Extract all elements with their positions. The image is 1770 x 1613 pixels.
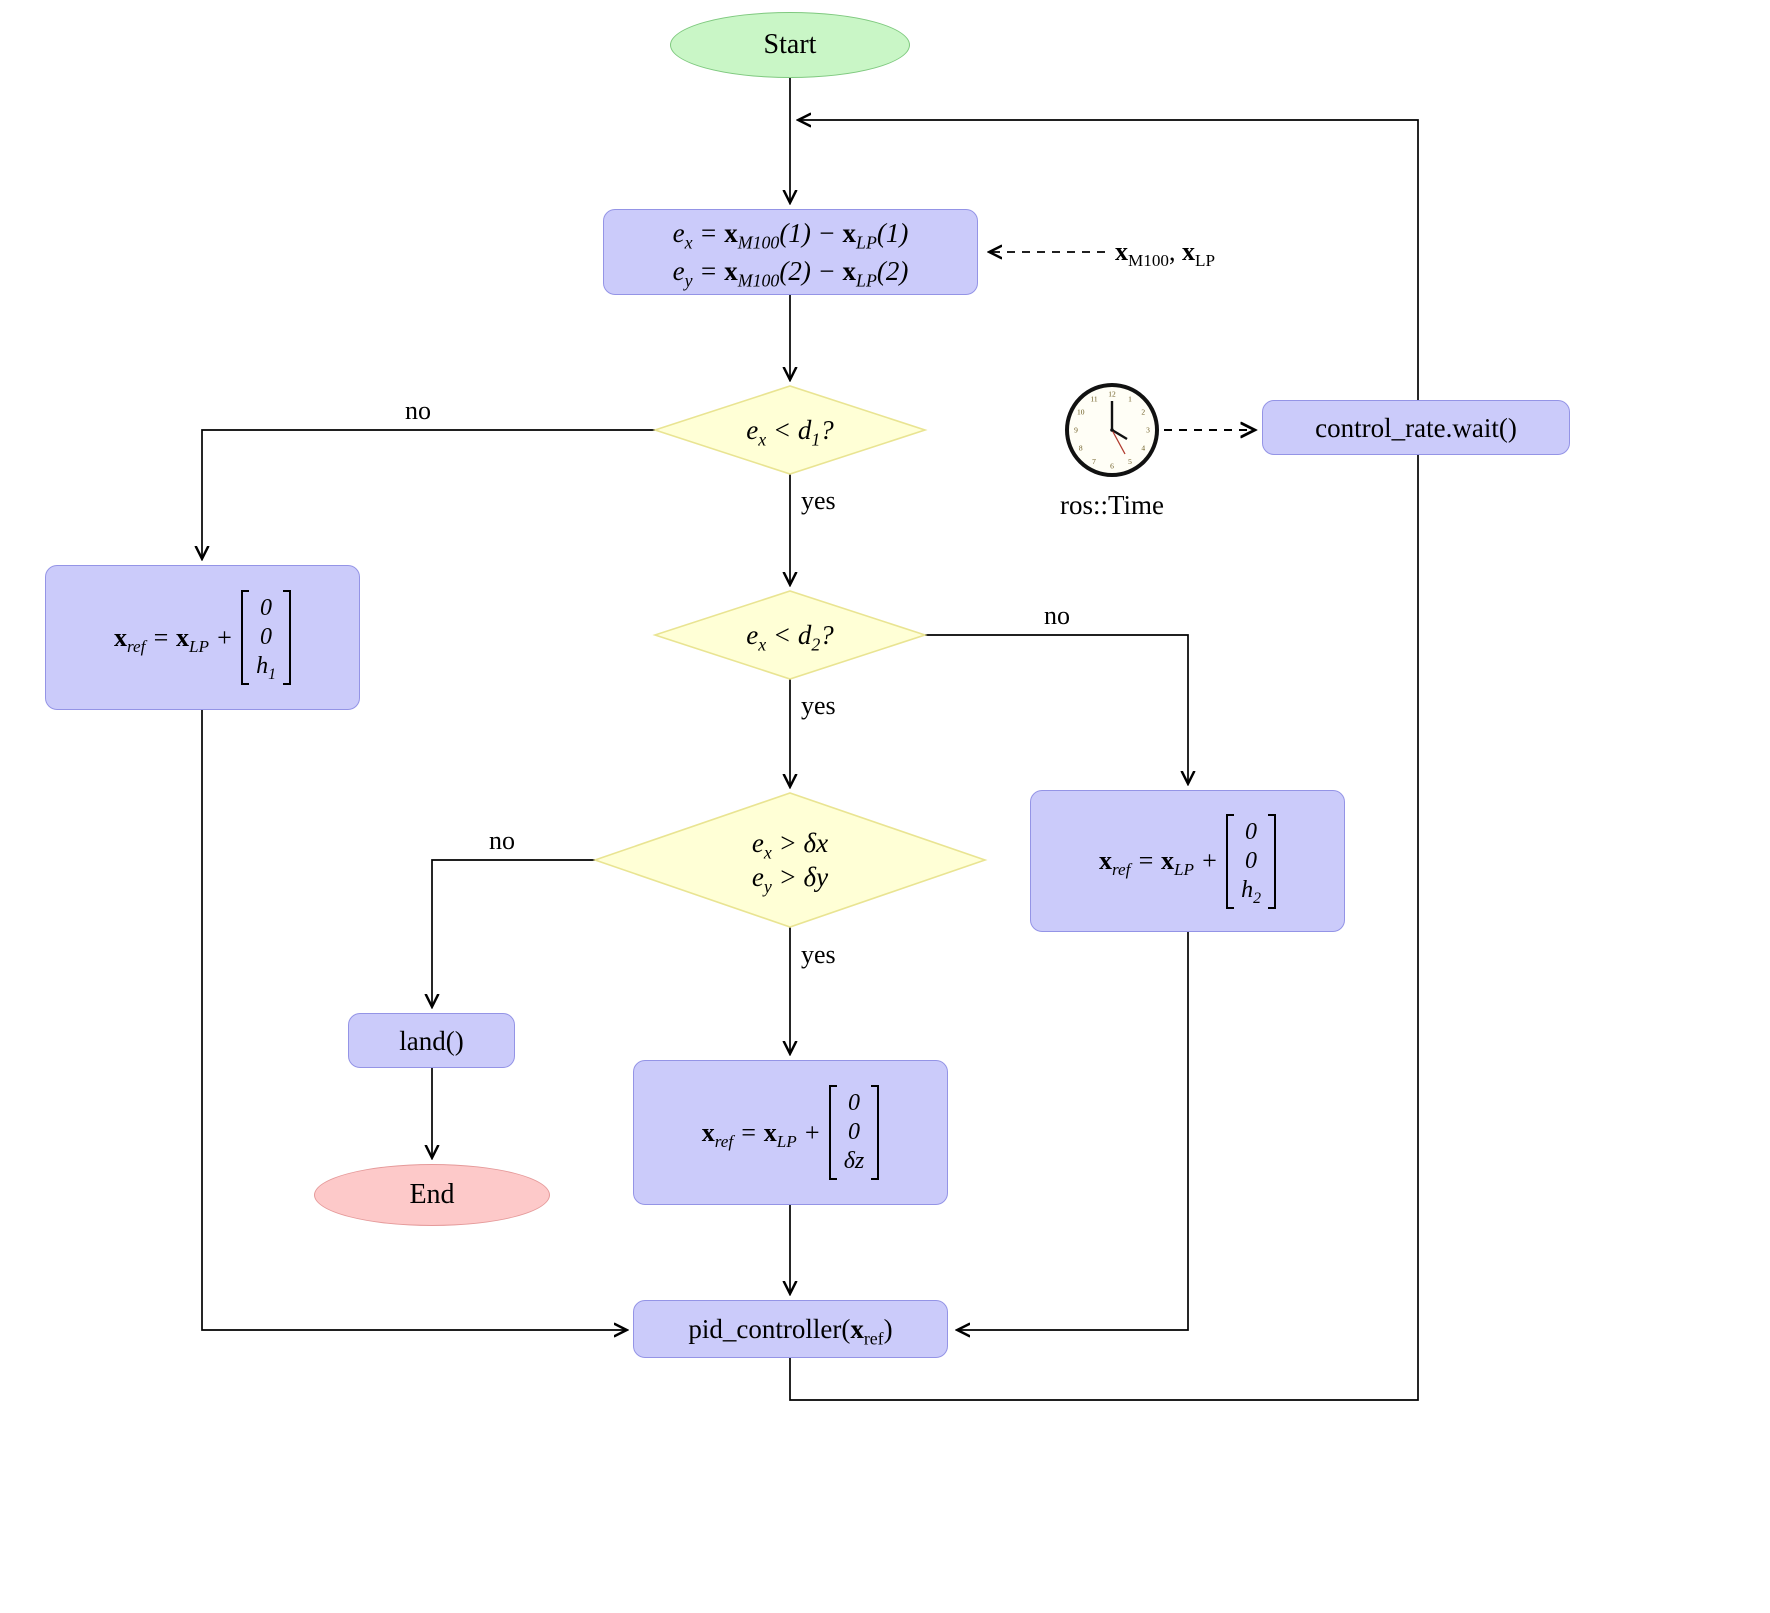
svg-text:10: 10 (1077, 408, 1085, 417)
column-vector-h2: 0 0 h2 (1226, 813, 1276, 909)
edge-d1-no (202, 429, 655, 558)
clock-hour-hand (1111, 428, 1128, 441)
start-label: Start (763, 29, 817, 60)
svg-text:2: 2 (1141, 408, 1145, 417)
vector-entry: h1 (256, 653, 276, 683)
edge-label-d3-no: no (489, 826, 515, 855)
process-ref-dz: xref = xLP + 0 0 δz (633, 1060, 948, 1205)
bracket-left (1226, 813, 1235, 909)
edge-label-d2-no: no (1044, 601, 1070, 630)
decision-d2-shape (652, 590, 928, 680)
decision-delta-line2: ey > δy (751, 862, 829, 897)
end-label: End (409, 1179, 455, 1210)
edge-label-d3-yes: yes (801, 940, 836, 969)
pid-label: pid_controller(xref) (688, 1314, 893, 1349)
decision-d1-label: ex < d1? (746, 415, 834, 450)
svg-text:6: 6 (1110, 462, 1114, 471)
vector-entry: 0 (260, 595, 273, 621)
edge-h2-to-pid (958, 932, 1189, 1330)
decision-delta-shape (592, 792, 988, 928)
edge-label-d1-yes: yes (801, 486, 836, 515)
land-label: land() (399, 1025, 464, 1056)
end-terminal: End (314, 1164, 550, 1226)
process-control-rate-wait: control_rate.wait() (1262, 400, 1570, 455)
vector-entry: h2 (1241, 876, 1261, 907)
vector-entry: 0 (848, 1090, 861, 1116)
decision-d1-shape (652, 385, 928, 475)
vector-entry: 0 (848, 1119, 861, 1145)
svg-text:8: 8 (1079, 444, 1083, 453)
svg-text:1: 1 (1128, 394, 1132, 403)
svg-text:12: 12 (1108, 390, 1116, 399)
edge-label-d2-yes: yes (801, 691, 836, 720)
vector-entry: δz (843, 1148, 865, 1174)
column-vector-dz: 0 0 δz (828, 1085, 880, 1180)
bracket-right (1267, 813, 1276, 909)
svg-text:7: 7 (1092, 457, 1096, 466)
process-compute-error: ex = xM100(1) − xLP(1) ey = xM100(2) − x… (603, 209, 978, 295)
bracket-right (282, 590, 291, 685)
vector-entry: 0 (260, 624, 273, 650)
bracket-left (241, 590, 250, 685)
vector-entry: 0 (1245, 847, 1258, 874)
ref-h1-prefix: xref = xLP + (114, 622, 234, 656)
decision-delta-line1: ex > δx (751, 828, 829, 863)
ref-h2-prefix: xref = xLP + (1099, 846, 1219, 880)
edge-label-d1-no: no (405, 396, 431, 425)
clock-second-hand (1111, 429, 1126, 455)
svg-text:3: 3 (1146, 426, 1150, 435)
edge-h1-to-pid (201, 710, 626, 1330)
ref-dz-prefix: xref = xLP + (701, 1117, 821, 1151)
vector-entry: 0 (1245, 818, 1258, 845)
process-land: land() (348, 1013, 515, 1068)
ros-time-label: ros::Time (1059, 490, 1165, 520)
process-pid-controller: pid_controller(xref) (633, 1300, 948, 1358)
process-ref-h1: xref = xLP + 0 0 h1 (45, 565, 360, 710)
compute-error-line1: ex = xM100(1) − xLP(1) (672, 218, 909, 253)
svg-text:9: 9 (1074, 426, 1078, 435)
process-ref-h2: xref = xLP + 0 0 h2 (1030, 790, 1345, 932)
svg-text:5: 5 (1128, 457, 1132, 466)
edge-loop-return (789, 120, 1419, 1401)
compute-error-line2: ey = xM100(2) − xLP(2) (672, 256, 909, 291)
clock-center-pin (1110, 428, 1114, 432)
svg-text:11: 11 (1090, 394, 1097, 403)
decision-delta-label: ex > δx ey > δy (640, 826, 940, 897)
control-rate-label: control_rate.wait() (1315, 412, 1517, 443)
svg-text:4: 4 (1141, 444, 1145, 453)
column-vector-h1: 0 0 h1 (241, 590, 291, 685)
start-terminal: Start (670, 12, 910, 78)
bracket-right (871, 1085, 880, 1180)
edge-d2-no (925, 634, 1188, 783)
edge-label-sensor-inputs: xM100, xLP (1115, 237, 1216, 271)
decision-d2-label: ex < d2? (746, 620, 834, 655)
edge-d3-no (432, 859, 595, 1006)
bracket-left (828, 1085, 837, 1180)
